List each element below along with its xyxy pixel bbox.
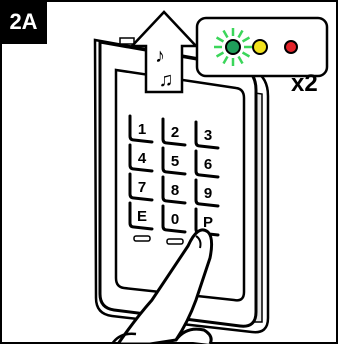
led-indicator-panel: [197, 18, 327, 76]
keypad-indicator-mark: [134, 236, 150, 241]
key-label: 0: [171, 211, 179, 228]
key-label: 5: [171, 153, 179, 170]
key-label: 6: [204, 156, 212, 173]
svg-text:♪: ♪: [155, 45, 165, 67]
key-label: 4: [138, 150, 147, 167]
key-label: 9: [204, 185, 212, 202]
led-red: [285, 41, 297, 53]
key-label: 7: [138, 179, 146, 196]
svg-text:♫: ♫: [159, 69, 174, 91]
repeat-count-label: x2: [291, 70, 318, 98]
music-note-double-icon: ♫: [159, 69, 174, 91]
key-label: 2: [171, 124, 179, 141]
key-label: 1: [138, 121, 146, 138]
key-label: P: [203, 214, 213, 231]
key-label: E: [137, 208, 147, 225]
led-yellow: [253, 40, 267, 54]
step-label: 2A: [0, 0, 47, 44]
key-label: 8: [171, 182, 179, 199]
key-label: 3: [204, 127, 212, 144]
keypad-indicator-mark: [167, 239, 183, 244]
music-note-single-icon: ♪: [155, 45, 165, 67]
device-top-slot: [120, 38, 134, 44]
led-green: [226, 40, 240, 54]
